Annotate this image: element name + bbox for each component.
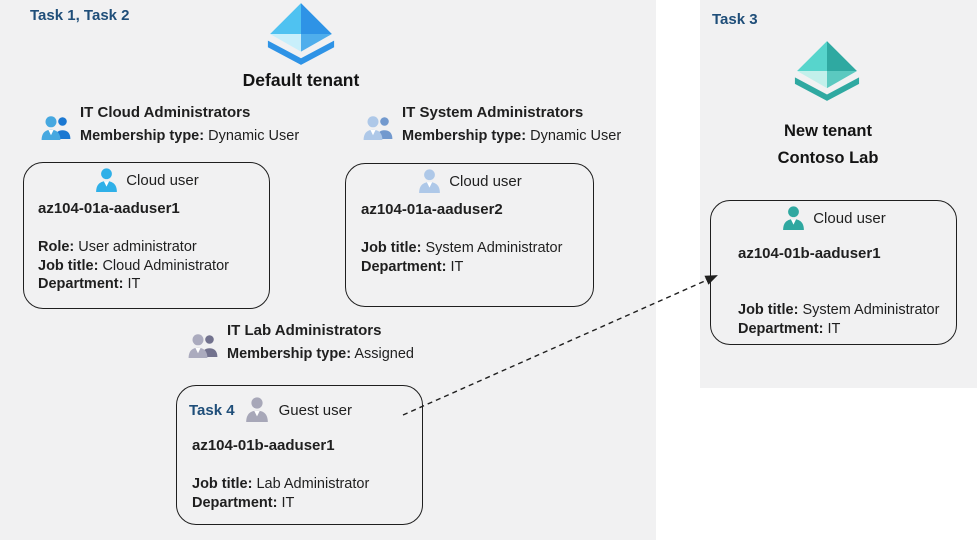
task-3-label: Task 3 <box>712 11 758 28</box>
default-tenant-panel <box>0 0 656 540</box>
user-details: Job title: System Administrator Departme… <box>361 239 562 276</box>
group-membership: Membership type: Dynamic User <box>80 128 300 144</box>
user-type-label: Cloud user <box>813 210 886 227</box>
username: az104-01b-aaduser1 <box>192 437 335 454</box>
azure-ad-teal-icon <box>792 40 862 102</box>
user-type-label: Cloud user <box>449 173 522 190</box>
guest-user-icon <box>244 396 270 424</box>
group-name: IT Lab Administrators <box>227 322 382 339</box>
card-header: Cloud user <box>711 205 956 232</box>
group-name: IT System Administrators <box>402 104 584 121</box>
detail-department: Department: IT <box>738 320 841 337</box>
card-header: Cloud user <box>24 167 269 194</box>
group-users-icon <box>363 114 393 141</box>
new-tenant-title: New tenant Contoso Lab <box>728 121 928 168</box>
cloud-user-card-aaduser1: Cloud user az104-01a-aaduser1 Role: User… <box>23 162 270 309</box>
group-it-system-administrators: IT System Administrators Membership type… <box>363 103 621 146</box>
cloud-user-icon <box>417 168 442 195</box>
username: az104-01b-aaduser1 <box>738 245 881 262</box>
user-type-label: Cloud user <box>126 172 199 189</box>
group-it-lab-administrators: IT Lab Administrators Membership type: A… <box>188 321 414 364</box>
cloud-user-icon <box>781 205 806 232</box>
group-users-icon <box>41 114 71 141</box>
detail-role: Role: User administrator <box>38 239 197 255</box>
guest-user-card: Task 4 Guest user az104-01b-aaduser1 Job… <box>176 385 423 525</box>
group-membership: Membership type: Assigned <box>227 346 414 362</box>
default-tenant-title: Default tenant <box>242 70 360 90</box>
new-tenant-title-line1: New tenant <box>783 122 872 140</box>
group-name: IT Cloud Administrators <box>80 104 251 121</box>
detail-job-title: Job title: Lab Administrator <box>192 476 370 492</box>
card-header: Cloud user <box>346 168 593 195</box>
detail-job-title: Job title: System Administrator <box>738 302 940 318</box>
group-users-icon <box>188 332 218 359</box>
new-tenant-title-line2: Contoso Lab <box>777 149 879 167</box>
user-details: Job title: Lab Administrator Department:… <box>192 475 369 512</box>
detail-job-title: Job title: System Administrator <box>361 240 563 256</box>
task-1-2-label: Task 1, Task 2 <box>30 7 130 24</box>
user-type-label: Guest user <box>278 401 352 419</box>
group-membership: Membership type: Dynamic User <box>402 128 622 144</box>
card-header: Task 4 Guest user <box>189 396 352 424</box>
detail-department: Department: IT <box>361 258 464 275</box>
user-details: Job title: System Administrator Departme… <box>738 301 939 338</box>
group-it-cloud-administrators: IT Cloud Administrators Membership type:… <box>41 103 299 146</box>
detail-department: Department: IT <box>192 494 295 511</box>
task-4-label: Task 4 <box>189 401 235 419</box>
detail-department: Department: IT <box>38 276 141 292</box>
azure-ad-icon <box>264 2 338 66</box>
username: az104-01a-aaduser2 <box>361 201 503 218</box>
detail-job-title: Job title: Cloud Administrator <box>38 257 229 274</box>
cloud-user-icon <box>94 167 119 194</box>
cloud-user-card-aaduser2: Cloud user az104-01a-aaduser2 Job title:… <box>345 163 594 307</box>
username: az104-01a-aaduser1 <box>38 200 180 217</box>
user-details: Role: User administrator Job title: Clou… <box>38 238 229 294</box>
new-tenant-cloud-user-card: Cloud user az104-01b-aaduser1 Job title:… <box>710 200 957 345</box>
